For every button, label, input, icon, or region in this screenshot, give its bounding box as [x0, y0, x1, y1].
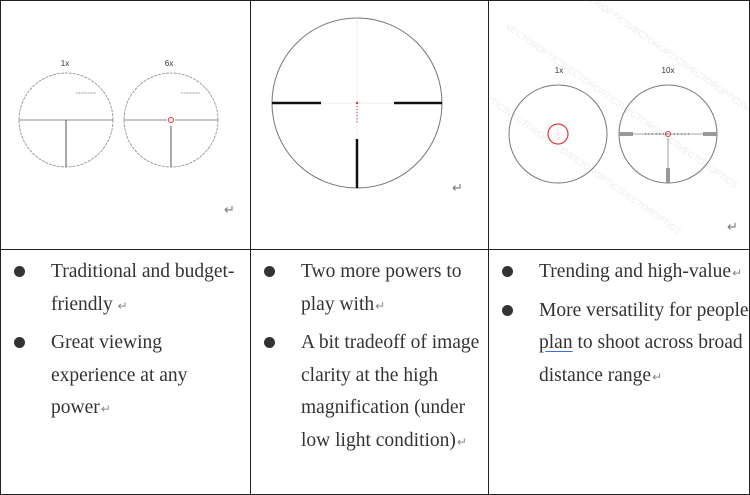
bullet-icon: [264, 266, 275, 277]
bullet-icon: [264, 337, 275, 348]
svg-text:VECTOROPTICS: VECTOROPTICS: [561, 61, 625, 110]
svg-text:VECTOROPTICS: VECTOROPTICS: [562, 147, 626, 196]
paragraph-mark-icon: ↵: [732, 266, 743, 280]
svg-text:VECTOROPTICS: VECTOROPTICS: [568, 1, 632, 30]
image-cell-dual-power: ↵: [251, 1, 489, 250]
label-1x: 1x: [61, 59, 69, 68]
pros-cell-traditional: Traditional and budget-friendly ↵ Great …: [1, 250, 251, 494]
bullet-list: Trending and high-value↵ More versatilit…: [489, 256, 749, 393]
list-item: Two more powers to play with↵: [251, 256, 488, 322]
pros-cell-dual-power: Two more powers to play with↵ A bit trad…: [251, 250, 489, 494]
pros-cell-lpvo: Trending and high-value↵ More versatilit…: [489, 250, 749, 494]
reticle-image-1x-6x: 1x 6x: [18, 59, 219, 168]
svg-text:VECTOROPTICS: VECTOROPTICS: [618, 101, 682, 150]
spellcheck-flagged-word[interactable]: plan: [539, 332, 573, 353]
label-6x: 6x: [165, 59, 173, 68]
svg-text:VECTOROPTICS: VECTOROPTICS: [676, 142, 740, 191]
label-1x: 1x: [555, 66, 563, 75]
reticle-image-1x-10x: VECTOROPTICSVECTOROPTICSVECTOROPTICSVECT…: [489, 1, 749, 236]
bullet-icon: [502, 266, 513, 277]
bullet-list: Two more powers to play with↵ A bit trad…: [251, 256, 488, 458]
image-cell-traditional: 1x 6x ↵: [1, 1, 251, 250]
bullet-icon: [14, 266, 25, 277]
list-item: Traditional and budget-friendly ↵: [1, 256, 250, 322]
list-item: More versatility for people plan to shoo…: [489, 295, 749, 394]
svg-text:VECTOROPTICS: VECTOROPTICS: [740, 101, 749, 150]
bullet-list: Traditional and budget-friendly ↵ Great …: [1, 256, 250, 426]
paragraph-mark-icon: ↵: [224, 203, 235, 218]
svg-text:VECTOROPTICS: VECTOROPTICS: [504, 21, 568, 70]
paragraph-mark-icon: ↵: [375, 298, 386, 313]
svg-text:VECTOROPTICS: VECTOROPTICS: [619, 187, 683, 236]
bullet-icon: [14, 337, 25, 348]
svg-text:VECTOROPTICS: VECTOROPTICS: [489, 67, 511, 116]
list-item: Trending and high-value↵: [489, 256, 749, 290]
svg-text:VECTOROPTICS: VECTOROPTICS: [683, 61, 747, 110]
paragraph-mark-icon: ↵: [652, 369, 663, 384]
reticle-image-large: [271, 17, 443, 189]
paragraph-mark-icon: ↵: [452, 181, 463, 196]
svg-text:VECTOROPTICS: VECTOROPTICS: [626, 21, 690, 70]
paragraph-mark-icon: ↵: [100, 402, 111, 416]
list-item: Great viewing experience at any power↵: [1, 327, 250, 426]
list-item: A bit tradeoff of image clarity at the h…: [251, 327, 488, 458]
svg-text:VECTOROPTICS: VECTOROPTICS: [504, 107, 568, 156]
paragraph-mark-icon: ↵: [113, 298, 128, 313]
bullet-icon: [502, 304, 513, 316]
paragraph-mark-icon: ↵: [456, 434, 467, 449]
label-10x: 10x: [662, 66, 675, 75]
paragraph-mark-icon: ↵: [727, 220, 738, 235]
